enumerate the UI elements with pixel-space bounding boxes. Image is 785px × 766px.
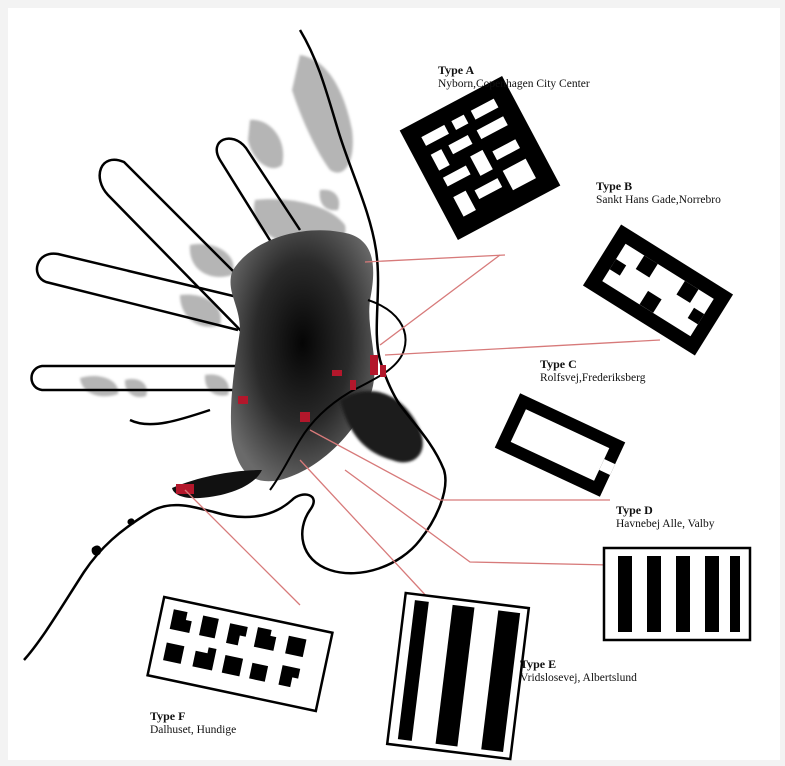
type-d-title: Type D: [616, 504, 714, 518]
type-f-label: Type F Dalhuset, Hundige: [150, 710, 236, 737]
paper-background: [8, 8, 780, 760]
type-a-label: Type A Nyborn,Copenhagen City Center: [438, 64, 590, 91]
site-marker: [176, 484, 194, 494]
type-d-label: Type D Havnebej Alle, Valby: [616, 504, 714, 531]
type-b-place: Sankt Hans Gade,Norrebro: [596, 194, 721, 207]
type-f-place: Dalhuset, Hundige: [150, 724, 236, 737]
type-c-title: Type C: [540, 358, 646, 372]
type-e-place: Vridslosevej, Albertslund: [520, 672, 637, 685]
type-f-title: Type F: [150, 710, 236, 724]
type-c-label: Type C Rolfsvej,Frederiksberg: [540, 358, 646, 385]
type-d-place: Havnebej Alle, Valby: [616, 518, 714, 531]
site-marker: [380, 365, 386, 377]
type-a-place: Nyborn,Copenhagen City Center: [438, 78, 590, 91]
type-a-title: Type A: [438, 64, 590, 78]
site-marker: [300, 412, 310, 422]
type-e-label: Type E Vridslosevej, Albertslund: [520, 658, 637, 685]
type-d-block: [604, 548, 750, 640]
type-e-title: Type E: [520, 658, 637, 672]
type-e-block: [387, 593, 529, 759]
type-b-title: Type B: [596, 180, 721, 194]
site-marker: [238, 396, 248, 404]
type-c-place: Rolfsvej,Frederiksberg: [540, 372, 646, 385]
site-marker: [332, 370, 342, 376]
site-marker: [350, 380, 356, 390]
site-marker: [370, 355, 378, 375]
type-b-label: Type B Sankt Hans Gade,Norrebro: [596, 180, 721, 207]
